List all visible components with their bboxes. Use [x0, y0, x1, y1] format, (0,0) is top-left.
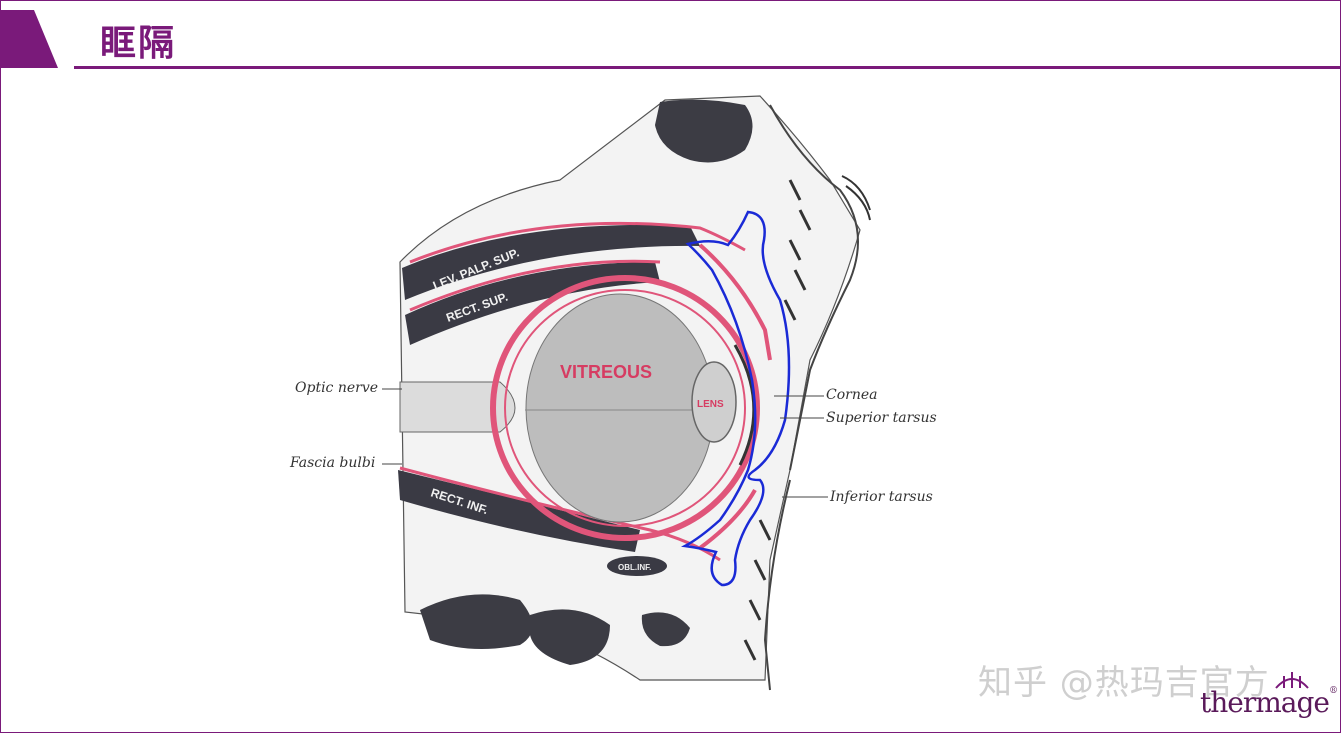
choroid-ring: [504, 289, 746, 527]
lower-bone-left: [420, 594, 533, 649]
label-obl-inf: OBL.INF.: [618, 563, 651, 572]
eyelid-skin-lower: [763, 479, 791, 691]
label-lens: LENS: [697, 399, 724, 410]
optic-nerve-shape: [399, 381, 516, 433]
label-fascia-bulbi: Fascia bulbi: [290, 455, 376, 471]
orbital-septum-outline: [680, 210, 791, 587]
label-vitreous: VITREOUS: [560, 362, 652, 382]
upper-bone: [655, 99, 753, 163]
brand-registered: ®: [1328, 686, 1338, 696]
label-cornea: Cornea: [826, 387, 878, 403]
pink-sheath-upper: [409, 221, 746, 264]
eyelid-skin-upper: [769, 104, 859, 471]
upper-lid-pink: [698, 243, 772, 361]
vitreous-body: [525, 293, 715, 523]
header-corner-tab: [0, 10, 58, 68]
lens-shape: [691, 361, 737, 443]
label-inferior-tarsus: Inferior tarsus: [830, 489, 933, 505]
label-optic-nerve: Optic nerve: [295, 380, 379, 396]
brand-logo-text: thermage®: [1200, 686, 1338, 719]
lower-lid-pink: [698, 489, 757, 550]
lower-bone-right: [641, 612, 690, 647]
lower-bone-mid: [530, 609, 610, 665]
header-rule: [74, 66, 1341, 69]
eyelashes: [841, 175, 871, 221]
muscle-hatching: [743, 179, 812, 661]
lev-palp-sup-band: [402, 224, 700, 300]
pink-sheath-upper-2: [409, 259, 661, 312]
page-title: 眶隔: [100, 23, 177, 64]
obl-inf-muscle: [607, 556, 667, 576]
label-superior-tarsus: Superior tarsus: [826, 410, 937, 426]
watermark-text: 知乎 @热玛吉官方: [978, 663, 1270, 703]
brand-name: thermage: [1200, 686, 1330, 719]
sclera-outer: [490, 275, 760, 541]
thermage-logo-icon: [1275, 672, 1309, 689]
